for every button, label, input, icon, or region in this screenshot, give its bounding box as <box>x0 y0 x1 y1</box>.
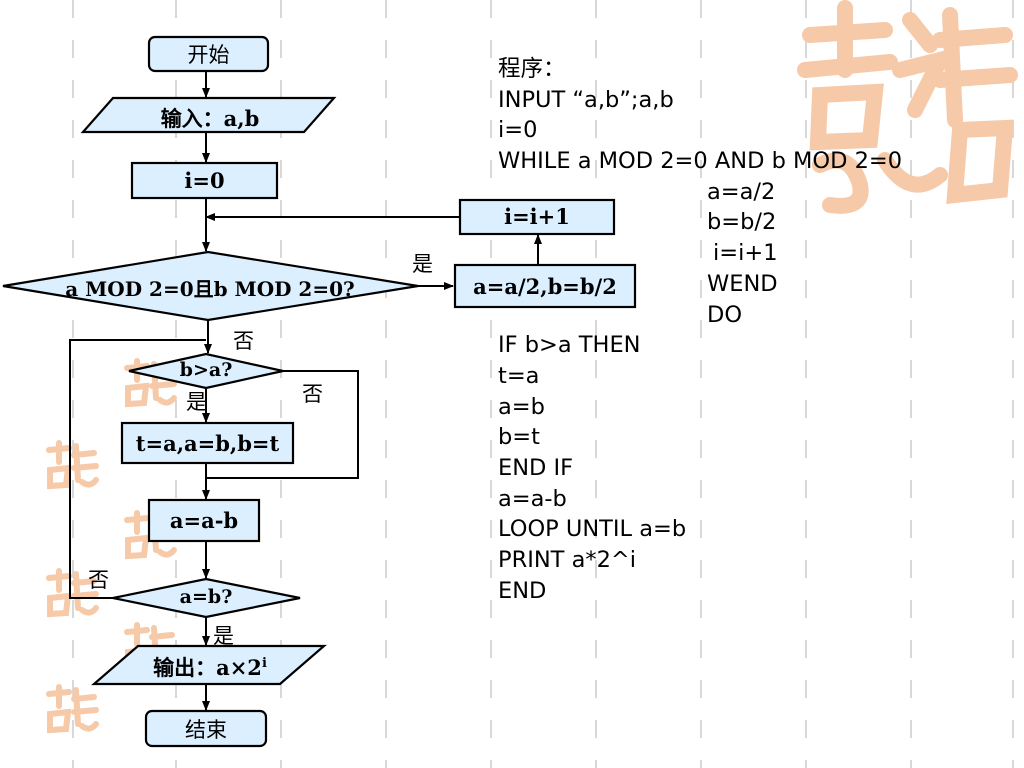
code-line: PRINT a*2^i <box>498 547 637 573</box>
yes-label: 是 <box>412 252 433 276</box>
flow-arrow <box>69 339 206 599</box>
swap-label: t=a,a=b,b=t <box>135 431 280 456</box>
increment-label: i=i+1 <box>504 204 570 229</box>
subtract-label: a=a-b <box>169 508 239 533</box>
even-condition-label: a MOD 2=0且b MOD 2=0? <box>65 277 355 301</box>
code-line: END <box>498 577 547 604</box>
equal-condition-label: a=b? <box>179 586 233 608</box>
seal-watermark-small <box>46 568 99 618</box>
no-label: 否 <box>88 568 109 592</box>
output-text: 输出：a×2 <box>153 655 262 680</box>
code-line: a=b <box>498 393 545 420</box>
code-line: i=0 <box>498 117 538 144</box>
code-line: b=t <box>498 424 540 451</box>
equal-decision <box>112 577 301 619</box>
init-box <box>130 161 279 200</box>
yes-label: 是 <box>186 390 207 414</box>
code-line: DO <box>707 301 743 328</box>
swap-condition-label: b>a? <box>179 359 233 381</box>
swap-box <box>120 421 295 465</box>
end-label: 结束 <box>185 718 227 742</box>
no-label: 否 <box>302 382 323 406</box>
output-exponent: i <box>261 656 267 671</box>
code-line: a=a-b <box>498 485 567 512</box>
halve-label: a=a/2,b=b/2 <box>473 274 617 299</box>
code-line: WEND <box>707 270 778 297</box>
code-line: LOOP UNTIL a=b <box>498 516 687 543</box>
program-heading: 程序： <box>498 56 566 82</box>
subtract-box <box>147 498 261 543</box>
flow-arrow <box>207 370 359 479</box>
code-line: i=i+1 <box>713 240 778 267</box>
code-line: WHILE a MOD 2=0 AND b MOD 2=0 <box>498 148 903 175</box>
code-line: t=a <box>498 362 540 389</box>
yes-label: 是 <box>213 624 234 648</box>
code-line: INPUT “a,b”;a,b <box>498 86 674 113</box>
no-label: 否 <box>233 329 254 353</box>
seal-watermark-large <box>797 0 1018 214</box>
output-label: 输出：a×2i <box>110 652 310 682</box>
program-listing: 程序： INPUT “a,b”;a,b i=0 WHILE a MOD 2=0 … <box>498 54 902 606</box>
halve-box <box>453 263 637 309</box>
input-parallelogram <box>80 96 337 134</box>
code-line: IF b>a THEN <box>498 332 641 359</box>
seal-watermark-small <box>46 440 99 490</box>
start-label: 开始 <box>187 43 230 67</box>
code-line: a=a/2 <box>707 178 776 205</box>
code-line: END IF <box>498 454 574 481</box>
input-label: 输入：a,b <box>160 106 260 131</box>
code-line: b=b/2 <box>707 209 777 236</box>
seal-watermark-small <box>46 684 99 734</box>
init-label: i=0 <box>184 168 225 193</box>
start-terminal <box>147 35 270 73</box>
end-terminal <box>144 709 268 748</box>
output-parallelogram <box>91 644 327 686</box>
